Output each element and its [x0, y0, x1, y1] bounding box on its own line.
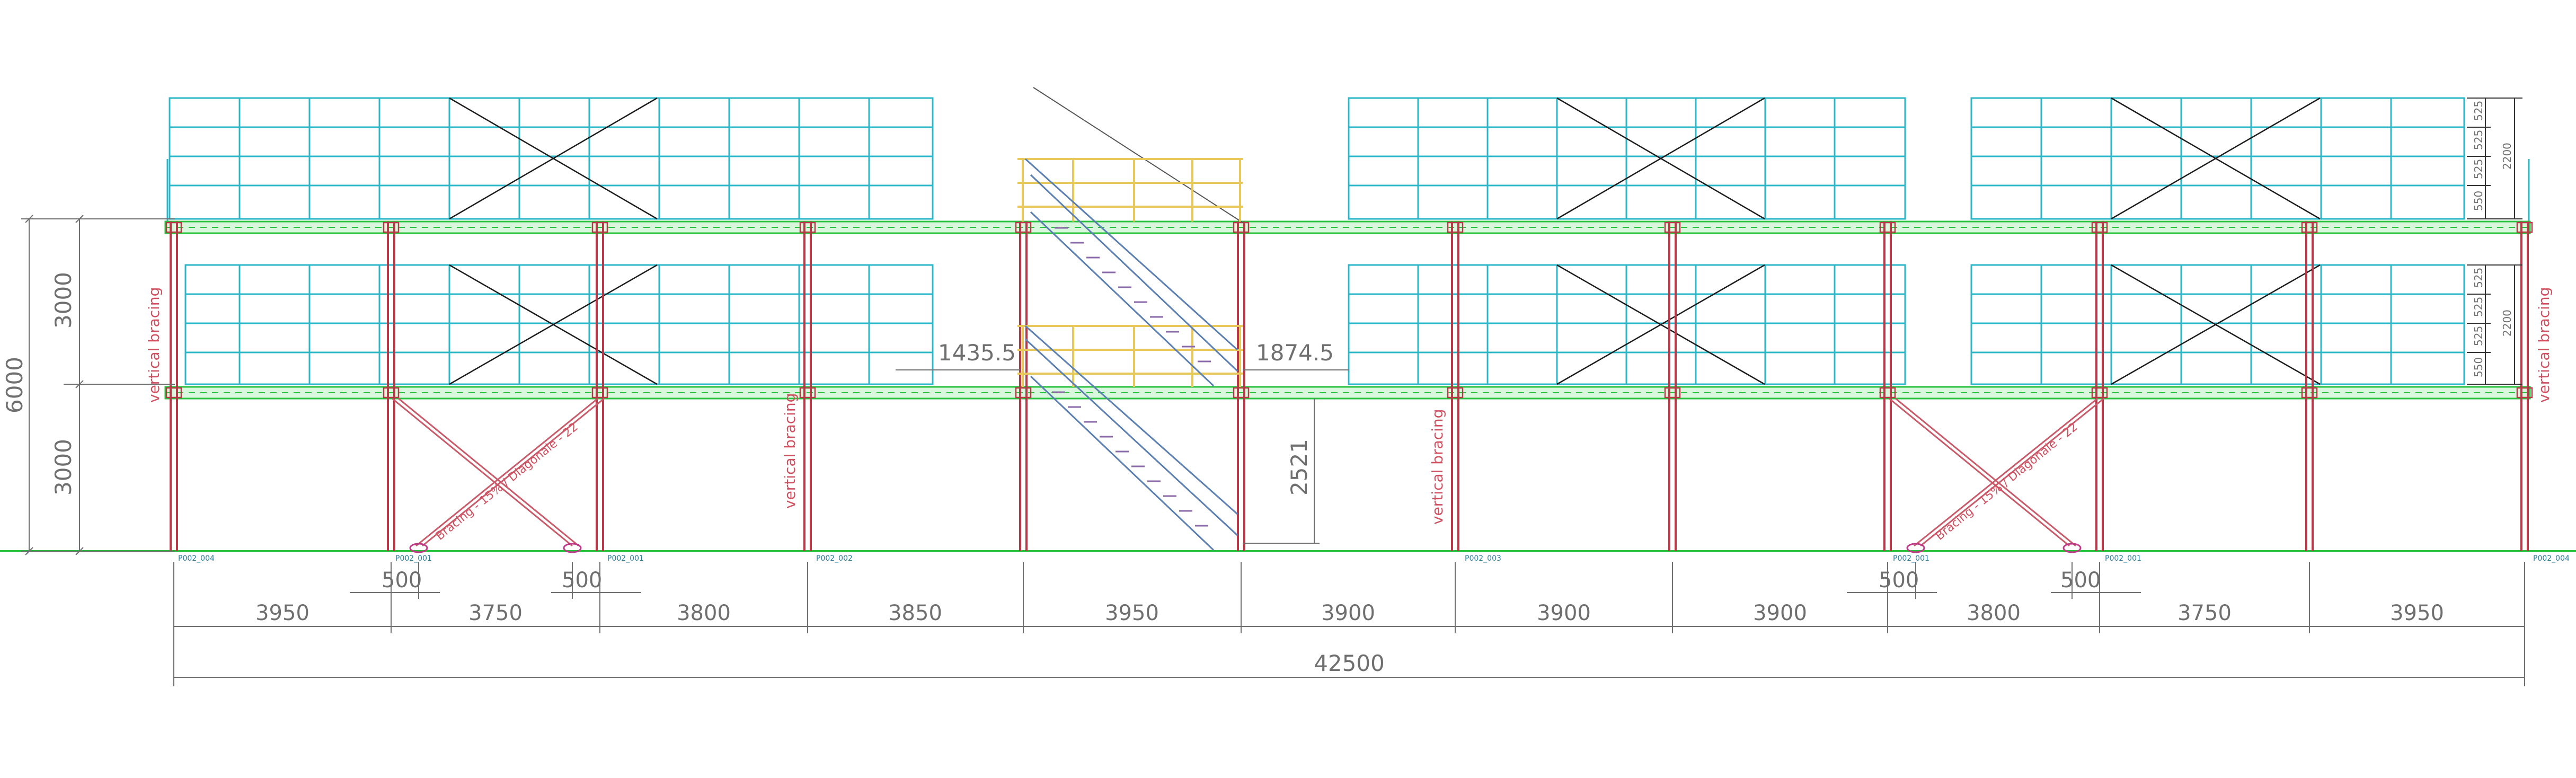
- lower-rack-left: [184, 264, 934, 385]
- upper-floor-beam: [164, 220, 2531, 234]
- column-tag-7: P002_001: [2105, 554, 2141, 563]
- rack-height-lower: 2200: [2501, 310, 2513, 337]
- brace-offset-dim-2: 500: [562, 568, 602, 593]
- bay-dim-3: 3800: [677, 601, 731, 625]
- column-10: [2095, 222, 2104, 551]
- bay-dim-2: 3750: [468, 601, 523, 625]
- column-7: [1451, 222, 1459, 551]
- column-11: [2305, 222, 2314, 551]
- lower-railing: [1017, 325, 1243, 387]
- vertical-bracing-label-3: vertical bracing: [1429, 409, 1446, 525]
- stair-left-offset-dim: 1435.5: [938, 340, 1016, 366]
- shelf-level-upper-4: 550: [2472, 191, 2485, 211]
- shelf-level-upper-3: 525: [2472, 159, 2485, 179]
- column-9: [1883, 222, 1892, 551]
- column-tag-3: P002_001: [607, 554, 644, 563]
- column-tag-5: P002_003: [1465, 554, 1501, 563]
- bay-dim-8: 3900: [1753, 601, 1807, 625]
- height-total-dim: 6000: [2, 357, 28, 413]
- lower-rack-right-cross-bracing: [2111, 264, 2321, 385]
- vertical-bracing-label-4: vertical bracing: [2535, 287, 2553, 403]
- brace-base-plate: [563, 543, 582, 553]
- diagonal-brace-label-left: Bracing - 15% / Diagonale - 22: [433, 420, 581, 543]
- column-4: [803, 222, 812, 551]
- bay-dim-10: 3750: [2177, 601, 2232, 625]
- column-3: [596, 222, 604, 551]
- upper-stair-treads: [1055, 227, 1211, 363]
- bay-dim-6: 3900: [1321, 601, 1375, 625]
- shelf-level-upper-2: 525: [2472, 130, 2485, 150]
- vertical-bracing-label-1: vertical bracing: [145, 287, 163, 403]
- column-6: [1237, 222, 1245, 551]
- bay-dim-4: 3850: [888, 601, 942, 625]
- stair-construction-line: [1033, 87, 1243, 223]
- brace-base-plate: [409, 543, 428, 553]
- vertical-bracing-label-2: vertical bracing: [781, 393, 799, 509]
- column-tag-8: P002_004: [2533, 554, 2570, 563]
- bay-dim-1: 3950: [255, 601, 309, 625]
- lower-floor-beam: [164, 386, 2531, 400]
- shelf-dimension-lines-lower: [2467, 264, 2522, 385]
- upper-rack-middle-cross-bracing: [1556, 97, 1765, 220]
- diagonal-brace-left: [392, 397, 605, 547]
- column-12: [2520, 222, 2529, 551]
- shelf-dimension-lines-upper: [2467, 98, 2522, 219]
- brace-offset-dim-1: 500: [382, 568, 422, 593]
- lower-rack-right: [1970, 264, 2465, 385]
- height-upper-dim: 3000: [50, 272, 76, 329]
- diagonal-brace-right: [1889, 397, 2104, 547]
- shelf-level-lower-1: 525: [2472, 268, 2485, 288]
- stair-height-dim: 2521: [1286, 439, 1312, 496]
- column-tag-2: P002_001: [395, 554, 432, 563]
- brace-offset-dim-4: 500: [2060, 568, 2101, 593]
- shelf-level-lower-2: 525: [2472, 297, 2485, 317]
- shelf-level-lower-4: 550: [2472, 357, 2485, 377]
- shelf-level-upper-1: 525: [2472, 101, 2485, 121]
- lower-rack-middle: [1348, 264, 1906, 385]
- lower-stair-treads: [1052, 391, 1208, 527]
- upper-rack-right-cross-bracing: [2111, 97, 2321, 220]
- upper-rack-middle: [1348, 97, 1906, 220]
- lower-rack-left-cross-bracing: [449, 264, 658, 385]
- bay-dim-7: 3900: [1537, 601, 1591, 625]
- column-tag-1: P002_004: [178, 554, 215, 563]
- column-8: [1668, 222, 1677, 551]
- brace-offset-dim-3: 500: [1879, 568, 1919, 593]
- overall-length-dim: 42500: [1314, 650, 1385, 676]
- lower-stair-flight: [1024, 325, 1238, 551]
- column-2: [387, 222, 395, 551]
- staircase: [1017, 87, 1243, 551]
- height-dimension-lines: [21, 215, 175, 555]
- height-lower-dim: 3000: [50, 439, 76, 496]
- column-tag-4: P002_002: [816, 554, 853, 563]
- brace-base-plate: [2062, 543, 2082, 553]
- rack-height-upper: 2200: [2501, 143, 2513, 170]
- lower-rack-middle-cross-bracing: [1556, 264, 1765, 385]
- column-1: [170, 222, 178, 551]
- upper-rack-left-cross-bracing: [449, 97, 658, 220]
- upper-stair-flight: [1024, 158, 1238, 387]
- connection-plates: [165, 222, 2533, 399]
- column-5: [1019, 222, 1028, 551]
- upper-rack-left: [169, 97, 934, 220]
- upper-rack-right: [1970, 97, 2465, 220]
- shelf-level-lower-3: 525: [2472, 326, 2485, 346]
- column-tag-6: P002_001: [1893, 554, 1929, 563]
- bay-dim-5: 3950: [1105, 601, 1159, 625]
- stair-right-offset-dim: 1874.5: [1256, 340, 1334, 366]
- bay-dim-9: 3800: [1967, 601, 2021, 625]
- brace-base-plate: [1906, 543, 1925, 553]
- bay-dimension-lines: [173, 562, 2525, 686]
- upper-railing: [1017, 158, 1243, 222]
- bay-dim-11: 3950: [2390, 601, 2444, 625]
- stair-offset-dimensions: [896, 369, 1349, 544]
- columns: [170, 222, 2529, 551]
- diagonal-brace-label-right: Bracing - 15% / Diagonale - 22: [1933, 420, 2081, 543]
